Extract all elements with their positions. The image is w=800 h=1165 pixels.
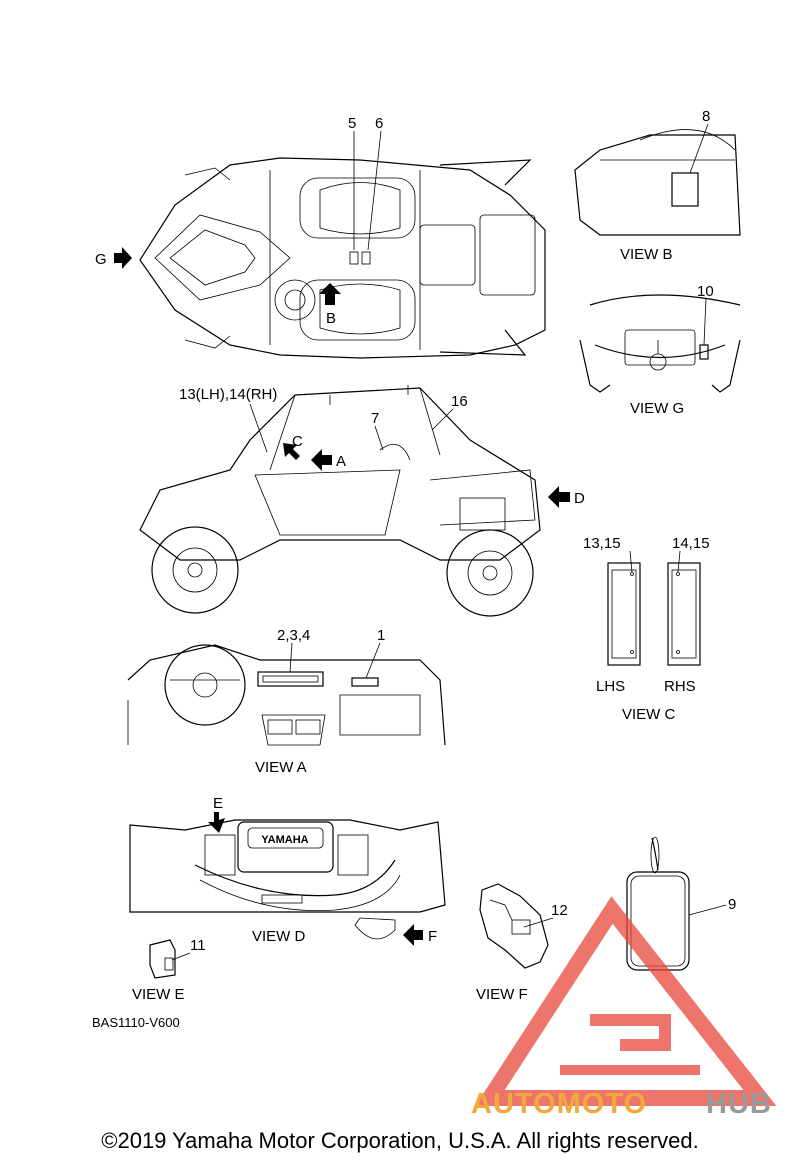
arrow-a-icon bbox=[311, 449, 332, 471]
callout-16: 16 bbox=[451, 393, 468, 410]
callout-13-15: 13,15 bbox=[583, 535, 621, 552]
callout-6: 6 bbox=[375, 115, 383, 132]
view-f-label: VIEW F bbox=[476, 986, 528, 1003]
callout-1: 1 bbox=[377, 627, 385, 644]
automotohub-logo bbox=[475, 896, 777, 1106]
arrow-e-label: E bbox=[213, 795, 223, 812]
view-b-label: VIEW B bbox=[620, 246, 673, 263]
watermark-text-hub: HUB bbox=[706, 1088, 772, 1120]
watermark-text-automoto: AUTOMOTO bbox=[471, 1088, 647, 1120]
yamaha-brand-text: YAMAHA bbox=[261, 834, 308, 846]
callout-5: 5 bbox=[348, 115, 356, 132]
side-label-rhs: RHS bbox=[664, 678, 696, 695]
part-code: BAS1110-V600 bbox=[92, 1015, 180, 1030]
callout-7: 7 bbox=[371, 410, 379, 427]
view-g-drawing bbox=[579, 294, 741, 393]
side-label-lhs: LHS bbox=[596, 678, 625, 695]
callout-12: 12 bbox=[551, 902, 568, 919]
arrow-c-icon bbox=[283, 443, 300, 460]
automotohub-wordmark: AUTOMOTO HUB bbox=[471, 1088, 772, 1120]
arrow-f-icon bbox=[403, 924, 423, 946]
callout-13-14: 13(LH),14(RH) bbox=[179, 386, 277, 403]
copyright-notice: ©2019 Yamaha Motor Corporation, U.S.A. A… bbox=[101, 1128, 699, 1153]
callout-14-15: 14,15 bbox=[672, 535, 710, 552]
view-c-label: VIEW C bbox=[622, 706, 676, 723]
view-a-drawing bbox=[127, 644, 446, 746]
arrow-e-icon bbox=[208, 812, 225, 833]
arrow-b-label: B bbox=[326, 310, 336, 327]
side-view-vehicle bbox=[139, 385, 541, 617]
top-view-vehicle bbox=[139, 157, 546, 359]
view-c-drawing bbox=[607, 562, 701, 666]
callout-10: 10 bbox=[697, 283, 714, 300]
view-e-drawing bbox=[149, 939, 176, 979]
view-d-label: VIEW D bbox=[252, 928, 306, 945]
arrow-f-label: F bbox=[428, 928, 437, 945]
callout-8: 8 bbox=[702, 108, 710, 125]
callout-2-3-4: 2,3,4 bbox=[277, 627, 310, 644]
arrow-c-label: C bbox=[292, 433, 303, 450]
arrow-a-label: A bbox=[336, 453, 346, 470]
view-d-drawing: YAMAHA bbox=[129, 819, 446, 940]
view-f-drawing bbox=[479, 883, 549, 969]
view-e-label: VIEW E bbox=[132, 986, 185, 1003]
arrow-d-icon bbox=[548, 486, 570, 508]
arrow-g-icon bbox=[114, 247, 132, 269]
arrow-g-label: G bbox=[95, 251, 107, 268]
callout-9: 9 bbox=[728, 896, 736, 913]
arrow-b-icon bbox=[319, 283, 341, 305]
view-a-label: VIEW A bbox=[255, 759, 307, 776]
callout-11: 11 bbox=[190, 937, 206, 954]
view-g-label: VIEW G bbox=[630, 400, 684, 417]
arrow-d-label: D bbox=[574, 490, 585, 507]
view-b-drawing bbox=[574, 129, 741, 236]
